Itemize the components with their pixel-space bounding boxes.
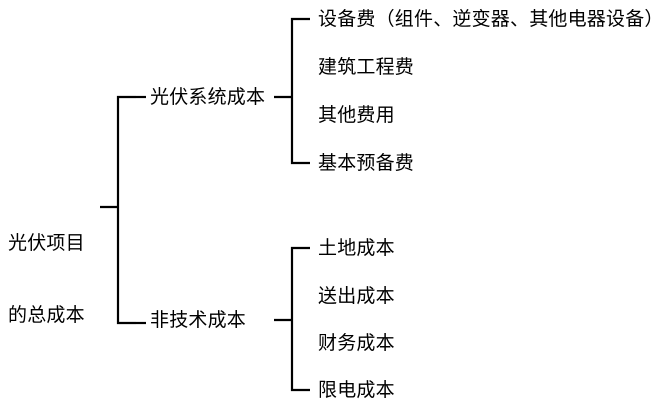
leaf-label-construction-cost: 建筑工程费 [318, 56, 415, 78]
leaf-label-land-cost: 土地成本 [318, 237, 395, 259]
leaf-label-transmission-cost: 送出成本 [318, 285, 395, 307]
branch-bracket-1 [290, 246, 310, 392]
leaf-label-equipment-cost: 设备费（组件、逆变器、其他电器设备） [318, 8, 664, 30]
root-bracket [116, 95, 136, 325]
root-node-label: 光伏项目 的总成本 [8, 183, 104, 375]
leaf-label-curtailment-cost: 限电成本 [318, 379, 395, 401]
branch-label-pv-system-cost: 光伏系统成本 [150, 86, 266, 108]
branch-label-non-technical-cost: 非技术成本 [150, 309, 247, 331]
root-label-line-1: 光伏项目 [8, 232, 85, 254]
leaf-label-other-cost: 其他费用 [318, 104, 395, 126]
root-label-line-2: 的总成本 [8, 304, 85, 326]
leaf-label-financial-cost: 财务成本 [318, 332, 395, 354]
branch-bracket-0 [290, 17, 310, 165]
leaf-label-basic-reserve-cost: 基本预备费 [318, 152, 415, 174]
